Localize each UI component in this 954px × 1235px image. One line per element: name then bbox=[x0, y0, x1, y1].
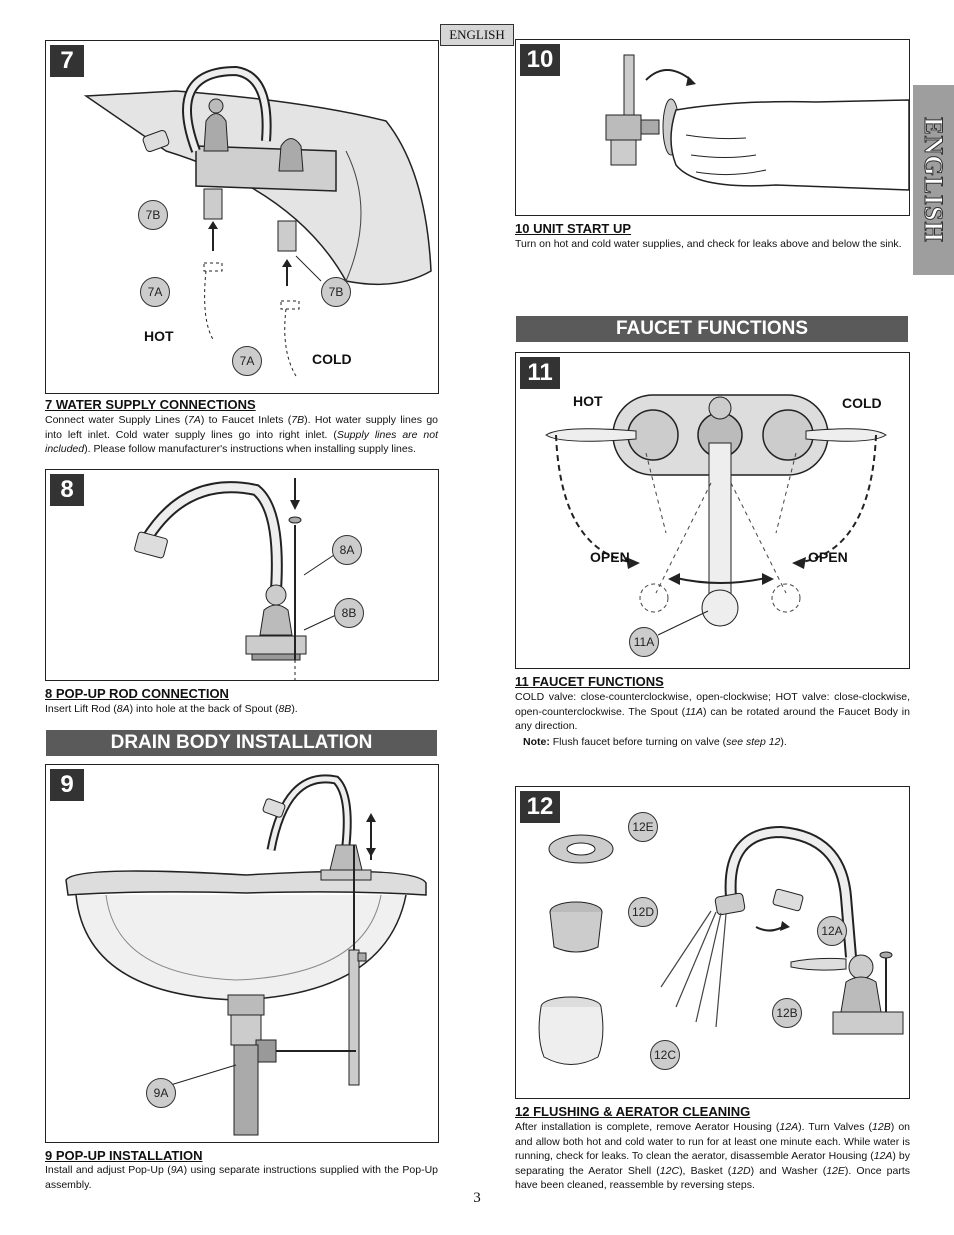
hot-valve-label: HOT bbox=[573, 393, 603, 409]
step-11-badge: 11 bbox=[520, 357, 560, 389]
hot-label: HOT bbox=[144, 328, 174, 344]
side-tab-label: ENGLISH bbox=[919, 117, 949, 244]
cold-label: COLD bbox=[312, 351, 352, 367]
callout-12a: 12A bbox=[817, 916, 847, 946]
step-10-badge: 10 bbox=[520, 44, 560, 76]
page-number: 3 bbox=[473, 1190, 481, 1206]
cold-valve-label: COLD bbox=[842, 395, 882, 411]
step-8-panel: 8 8A 8B bbox=[45, 469, 439, 681]
step-9-title: 9 POP-UP INSTALLATION bbox=[45, 1148, 203, 1163]
open-left-label: OPEN bbox=[590, 549, 630, 565]
step-7-illustration bbox=[83, 65, 432, 377]
faucet-functions-banner: FAUCET FUNCTIONS bbox=[516, 316, 908, 342]
step-11-illustration bbox=[545, 394, 887, 636]
step-7-panel: 7 7B 7A 7B 7A HOT COLD bbox=[45, 40, 439, 394]
step-7-badge: 7 bbox=[50, 45, 84, 77]
step-12-badge: 12 bbox=[520, 791, 560, 823]
step-8-title: 8 POP-UP ROD CONNECTION bbox=[45, 686, 229, 701]
step-11-title: 11 FAUCET FUNCTIONS bbox=[515, 674, 664, 689]
step-8-illustration bbox=[134, 478, 337, 680]
step-9-illustration bbox=[65, 774, 427, 1136]
callout-11a: 11A bbox=[629, 627, 659, 657]
callout-12e: 12E bbox=[628, 812, 658, 842]
drain-body-installation-banner: DRAIN BODY INSTALLATION bbox=[46, 730, 437, 756]
side-language-tab: ENGLISH bbox=[913, 85, 954, 275]
open-right-label: OPEN bbox=[808, 549, 848, 565]
step-12-title: 12 FLUSHING & AERATOR CLEANING bbox=[515, 1104, 751, 1119]
step-8-badge: 8 bbox=[50, 474, 84, 506]
step-12-body: After installation is complete, remove A… bbox=[515, 1121, 911, 1192]
step-7-body: Connect water Supply Lines (7A) to Fauce… bbox=[45, 414, 438, 456]
step-12-panel: 12 12E 12D 12A 12B 12C bbox=[515, 786, 910, 1099]
callout-8a: 8A bbox=[332, 535, 362, 565]
callout-7a-right: 7A bbox=[232, 346, 262, 376]
step-7-title: 7 WATER SUPPLY CONNECTIONS bbox=[45, 397, 256, 412]
step-9-panel: 9 9A bbox=[45, 764, 439, 1143]
step-10-body: Turn on hot and cold water supplies, and… bbox=[515, 238, 902, 250]
step-11-note: Note: Flush faucet before turning on val… bbox=[523, 736, 787, 748]
callout-12b: 12B bbox=[772, 998, 802, 1028]
callout-12c: 12C bbox=[650, 1040, 680, 1070]
callout-7b-left: 7B bbox=[138, 200, 168, 230]
callout-12d: 12D bbox=[628, 897, 658, 927]
step-9-badge: 9 bbox=[50, 769, 84, 801]
step-12-illustration bbox=[538, 825, 904, 1065]
callout-7b-right: 7B bbox=[321, 277, 351, 307]
step-8-body: Insert Lift Rod (8A) into hole at the ba… bbox=[45, 703, 298, 715]
step-9-body: Install and adjust Pop-Up (9A) using sep… bbox=[45, 1164, 438, 1191]
step-11-body: COLD valve: close-counterclockwise, open… bbox=[515, 691, 910, 733]
callout-8b: 8B bbox=[334, 598, 364, 628]
step-10-title: 10 UNIT START UP bbox=[515, 221, 632, 236]
callout-9a: 9A bbox=[146, 1078, 176, 1108]
language-tab: ENGLISH bbox=[440, 24, 514, 46]
step-10-illustration bbox=[605, 54, 909, 191]
step-10-panel: 10 bbox=[515, 39, 910, 216]
callout-7a-left: 7A bbox=[140, 277, 170, 307]
step-11-panel: 11 HOT COLD OPEN OPEN 11A bbox=[515, 352, 910, 669]
